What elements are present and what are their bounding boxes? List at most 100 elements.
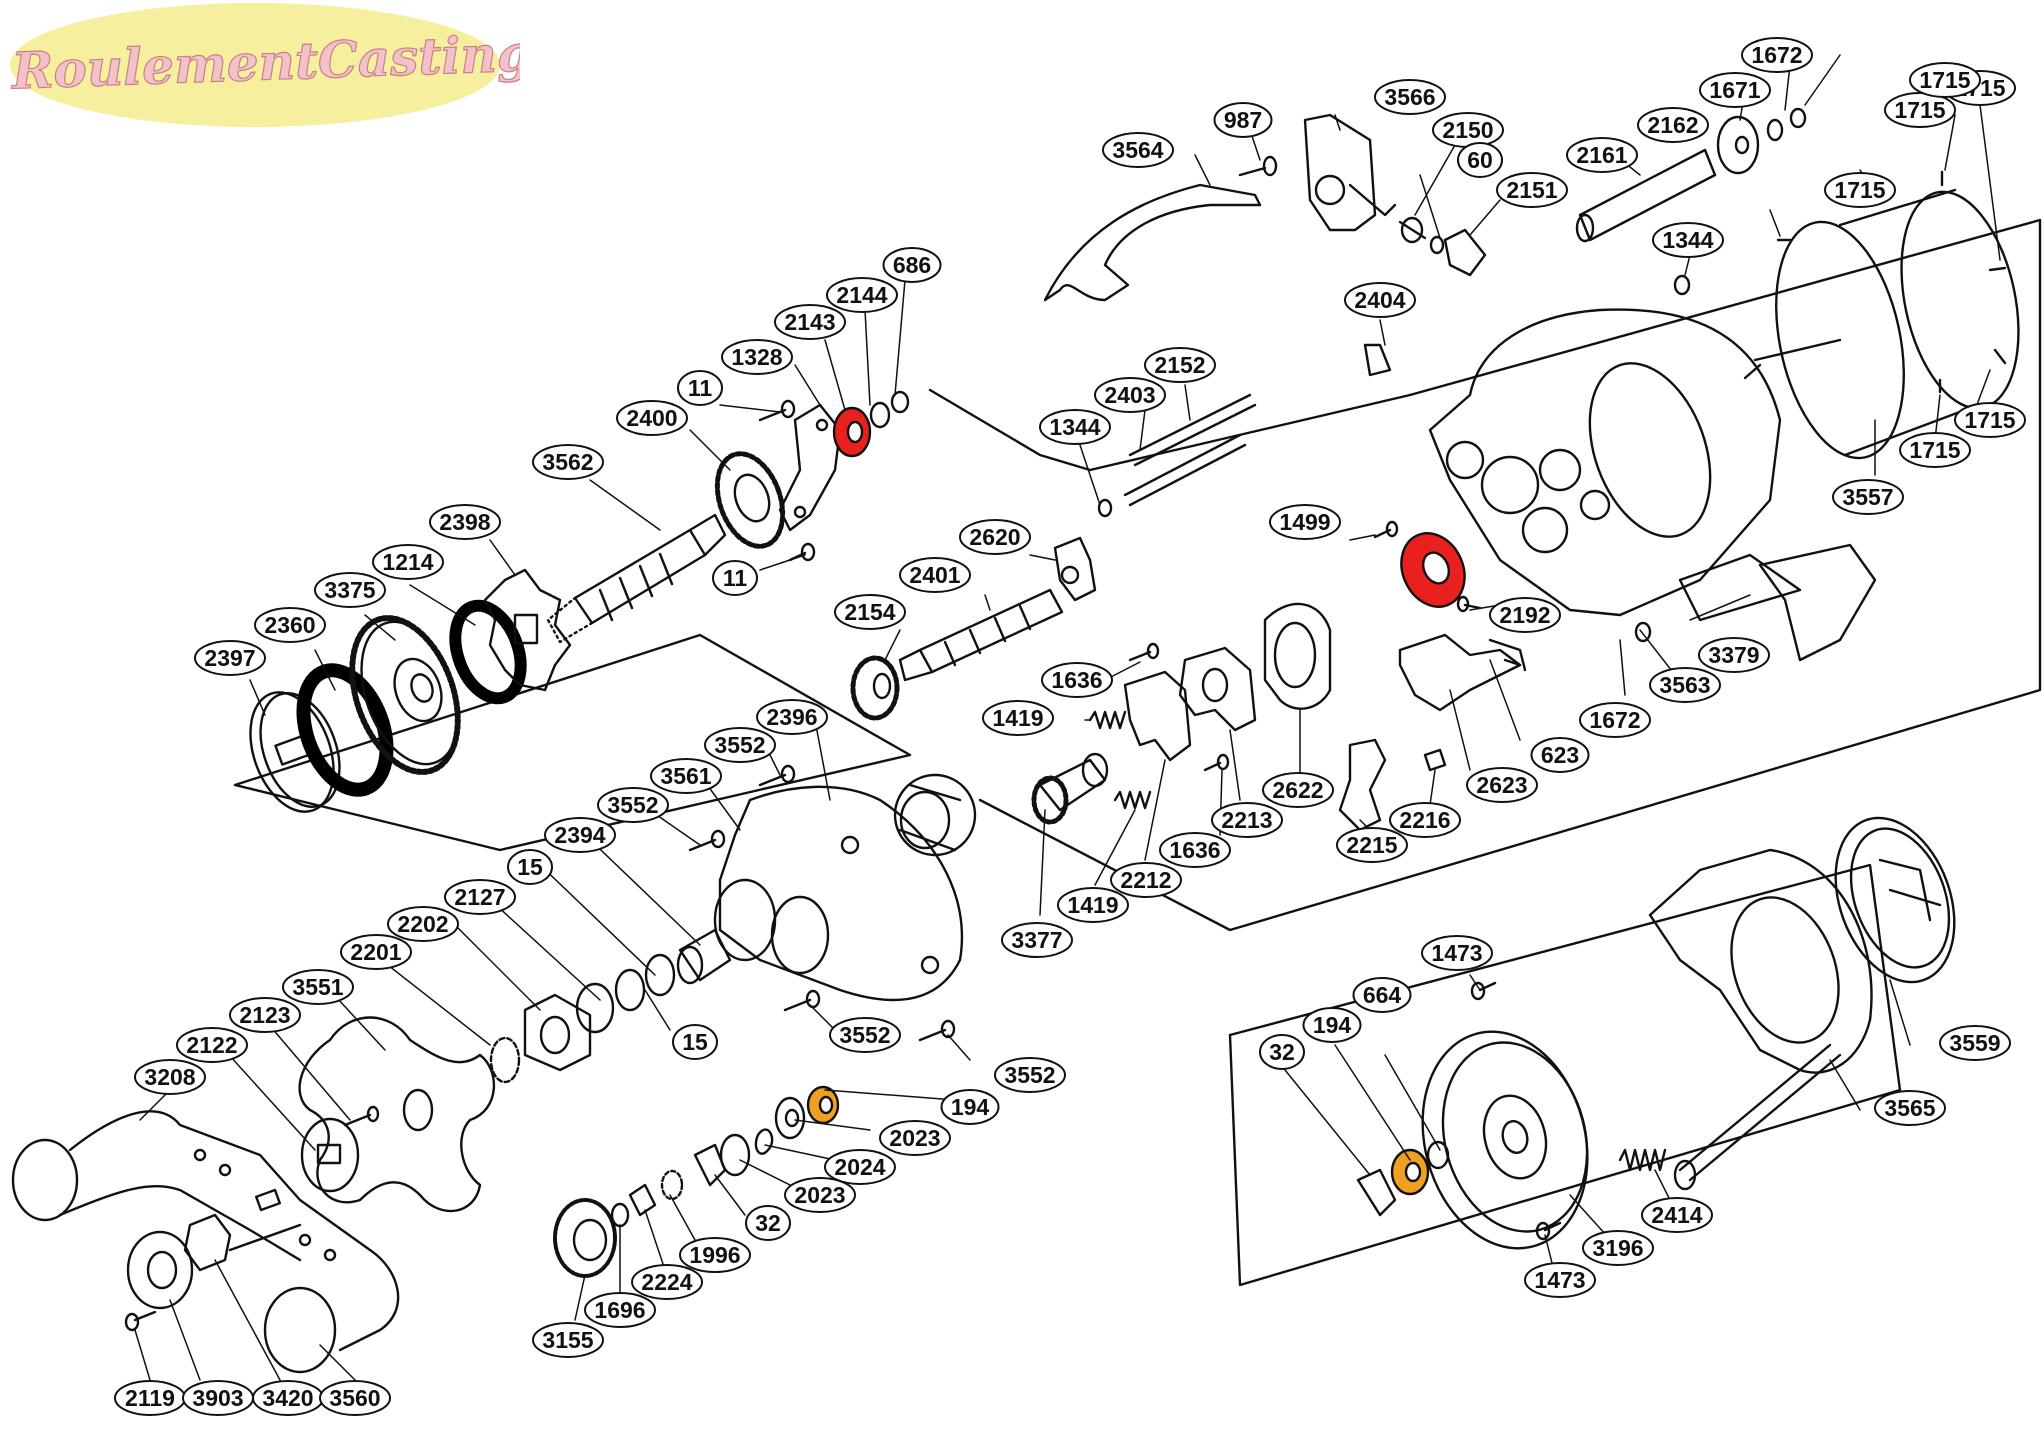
callout-bubble (1259, 1034, 1305, 1070)
callout-2397: 2397 (194, 640, 266, 676)
callout-1672: 1672 (1741, 37, 1813, 73)
callout-1419: 1419 (1057, 887, 1129, 923)
callout-2404: 2404 (1344, 282, 1416, 318)
callout-bubble (1824, 172, 1896, 208)
callout-bubble (314, 572, 386, 608)
spring-1419-top (1088, 710, 1127, 730)
callout-bubble (1741, 37, 1813, 73)
screw-1636-bottom (1203, 753, 1230, 772)
callout-label: 32 (755, 1210, 781, 1236)
callout-bubble (1909, 62, 1981, 98)
callout-label: 1672 (1751, 42, 1802, 68)
callout-label: 3552 (607, 792, 658, 818)
screw-1499 (1373, 520, 1399, 539)
callout-2202: 2202 (387, 906, 459, 942)
knob-2151 (1443, 228, 1487, 277)
callout-bubble (194, 640, 266, 676)
callout-label: 1499 (1279, 509, 1330, 535)
clip-32-right (1356, 1168, 1397, 1217)
callout-1473: 1473 (1421, 935, 1493, 971)
callout-label: 3562 (542, 449, 593, 475)
callout-bubble (882, 247, 942, 283)
callout-bubble (1457, 142, 1503, 178)
callout-bubble (1832, 479, 1904, 515)
callout-bubble (532, 1322, 604, 1358)
callout-bubble (1641, 1197, 1713, 1233)
callout-1499: 1499 (1269, 504, 1341, 540)
callout-label: 2396 (766, 704, 817, 730)
callout-label: 987 (1224, 107, 1262, 133)
callout-label: 3377 (1011, 927, 1062, 953)
callout-bubble (679, 1237, 751, 1273)
callout-bubble (1699, 72, 1771, 108)
callout-label: 1696 (594, 1297, 645, 1323)
callout-bubble (134, 1059, 206, 1095)
callout-label: 1715 (1834, 177, 1885, 203)
callout-bubble (282, 969, 354, 1005)
plate-2623 (1398, 633, 1522, 712)
callout-3552: 3552 (597, 787, 669, 823)
callout-label: 3552 (839, 1022, 890, 1048)
callout-label: 1419 (992, 705, 1043, 731)
callout-label: 1473 (1431, 940, 1482, 966)
callout-bubble (1102, 132, 1174, 168)
frame-3565 (1648, 848, 1873, 1191)
cap-3903 (126, 1230, 194, 1310)
callout-bubble (1421, 935, 1493, 971)
callout-label: 2127 (454, 884, 505, 910)
plate-1328 (778, 403, 842, 532)
callout-3155: 3155 (532, 1322, 604, 1358)
callout-label: 1419 (1067, 892, 1118, 918)
callout-2201: 2201 (340, 934, 412, 970)
callout-1715: 1715 (1954, 402, 2026, 438)
callout-3551: 3551 (282, 969, 354, 1005)
callout-3564: 3564 (1102, 132, 1174, 168)
callout-bubble (1530, 737, 1590, 773)
callout-label: 1715 (1894, 97, 1945, 123)
callout-bubble (387, 906, 459, 942)
callout-bubble (597, 787, 669, 823)
callout-bubble (1579, 702, 1651, 738)
callout-label: 3420 (262, 1385, 313, 1411)
callout-label: 2123 (239, 1002, 290, 1028)
callout-2154: 2154 (834, 594, 906, 630)
callout-1344: 1344 (1652, 222, 1724, 258)
washer-2023-top (774, 1096, 806, 1140)
callout-2216: 2216 (1389, 802, 1461, 838)
plate-2620 (1053, 536, 1097, 602)
callout-label: 2215 (1346, 832, 1397, 858)
callout-bubble (1649, 667, 1721, 703)
clip-1672-bottom (1634, 621, 1652, 643)
callout-2152: 2152 (1144, 347, 1216, 383)
callout-bubble (429, 504, 501, 540)
callout-bubble (1489, 597, 1561, 633)
callout-3552: 3552 (829, 1017, 901, 1053)
screw-11-bottom (788, 542, 816, 562)
callout-1672: 1672 (1579, 702, 1651, 738)
callout-bubble (1637, 107, 1709, 143)
tube-2161 (1575, 148, 1717, 243)
callout-bubble (372, 544, 444, 580)
watermark-ellipse (10, 3, 500, 127)
handle-3208 (11, 1110, 400, 1374)
callout-label: 1715 (1964, 407, 2015, 433)
washer-15-b (614, 968, 646, 1012)
callout-label: 1715 (1909, 437, 1960, 463)
callout-bubble (650, 758, 722, 794)
callout-bubble (1110, 862, 1182, 898)
callout-3552: 3552 (994, 1057, 1066, 1093)
callout-2622: 2622 (1262, 772, 1334, 808)
callout-label: 1671 (1709, 77, 1760, 103)
group-boundary-right (1228, 863, 1902, 1287)
callout-3560: 3560 (319, 1380, 391, 1416)
callout-label: 623 (1541, 742, 1579, 768)
callout-2212: 2212 (1110, 862, 1182, 898)
group-boundary-main (928, 218, 2042, 932)
callout-bubble (1039, 409, 1111, 445)
nut-2404 (1363, 343, 1392, 377)
washer-1696 (610, 1202, 630, 1228)
callout-3420: 3420 (252, 1380, 324, 1416)
callout-2414: 2414 (1641, 1197, 1713, 1233)
ring-2622 (1263, 602, 1332, 710)
screw-3552-b (688, 829, 726, 852)
